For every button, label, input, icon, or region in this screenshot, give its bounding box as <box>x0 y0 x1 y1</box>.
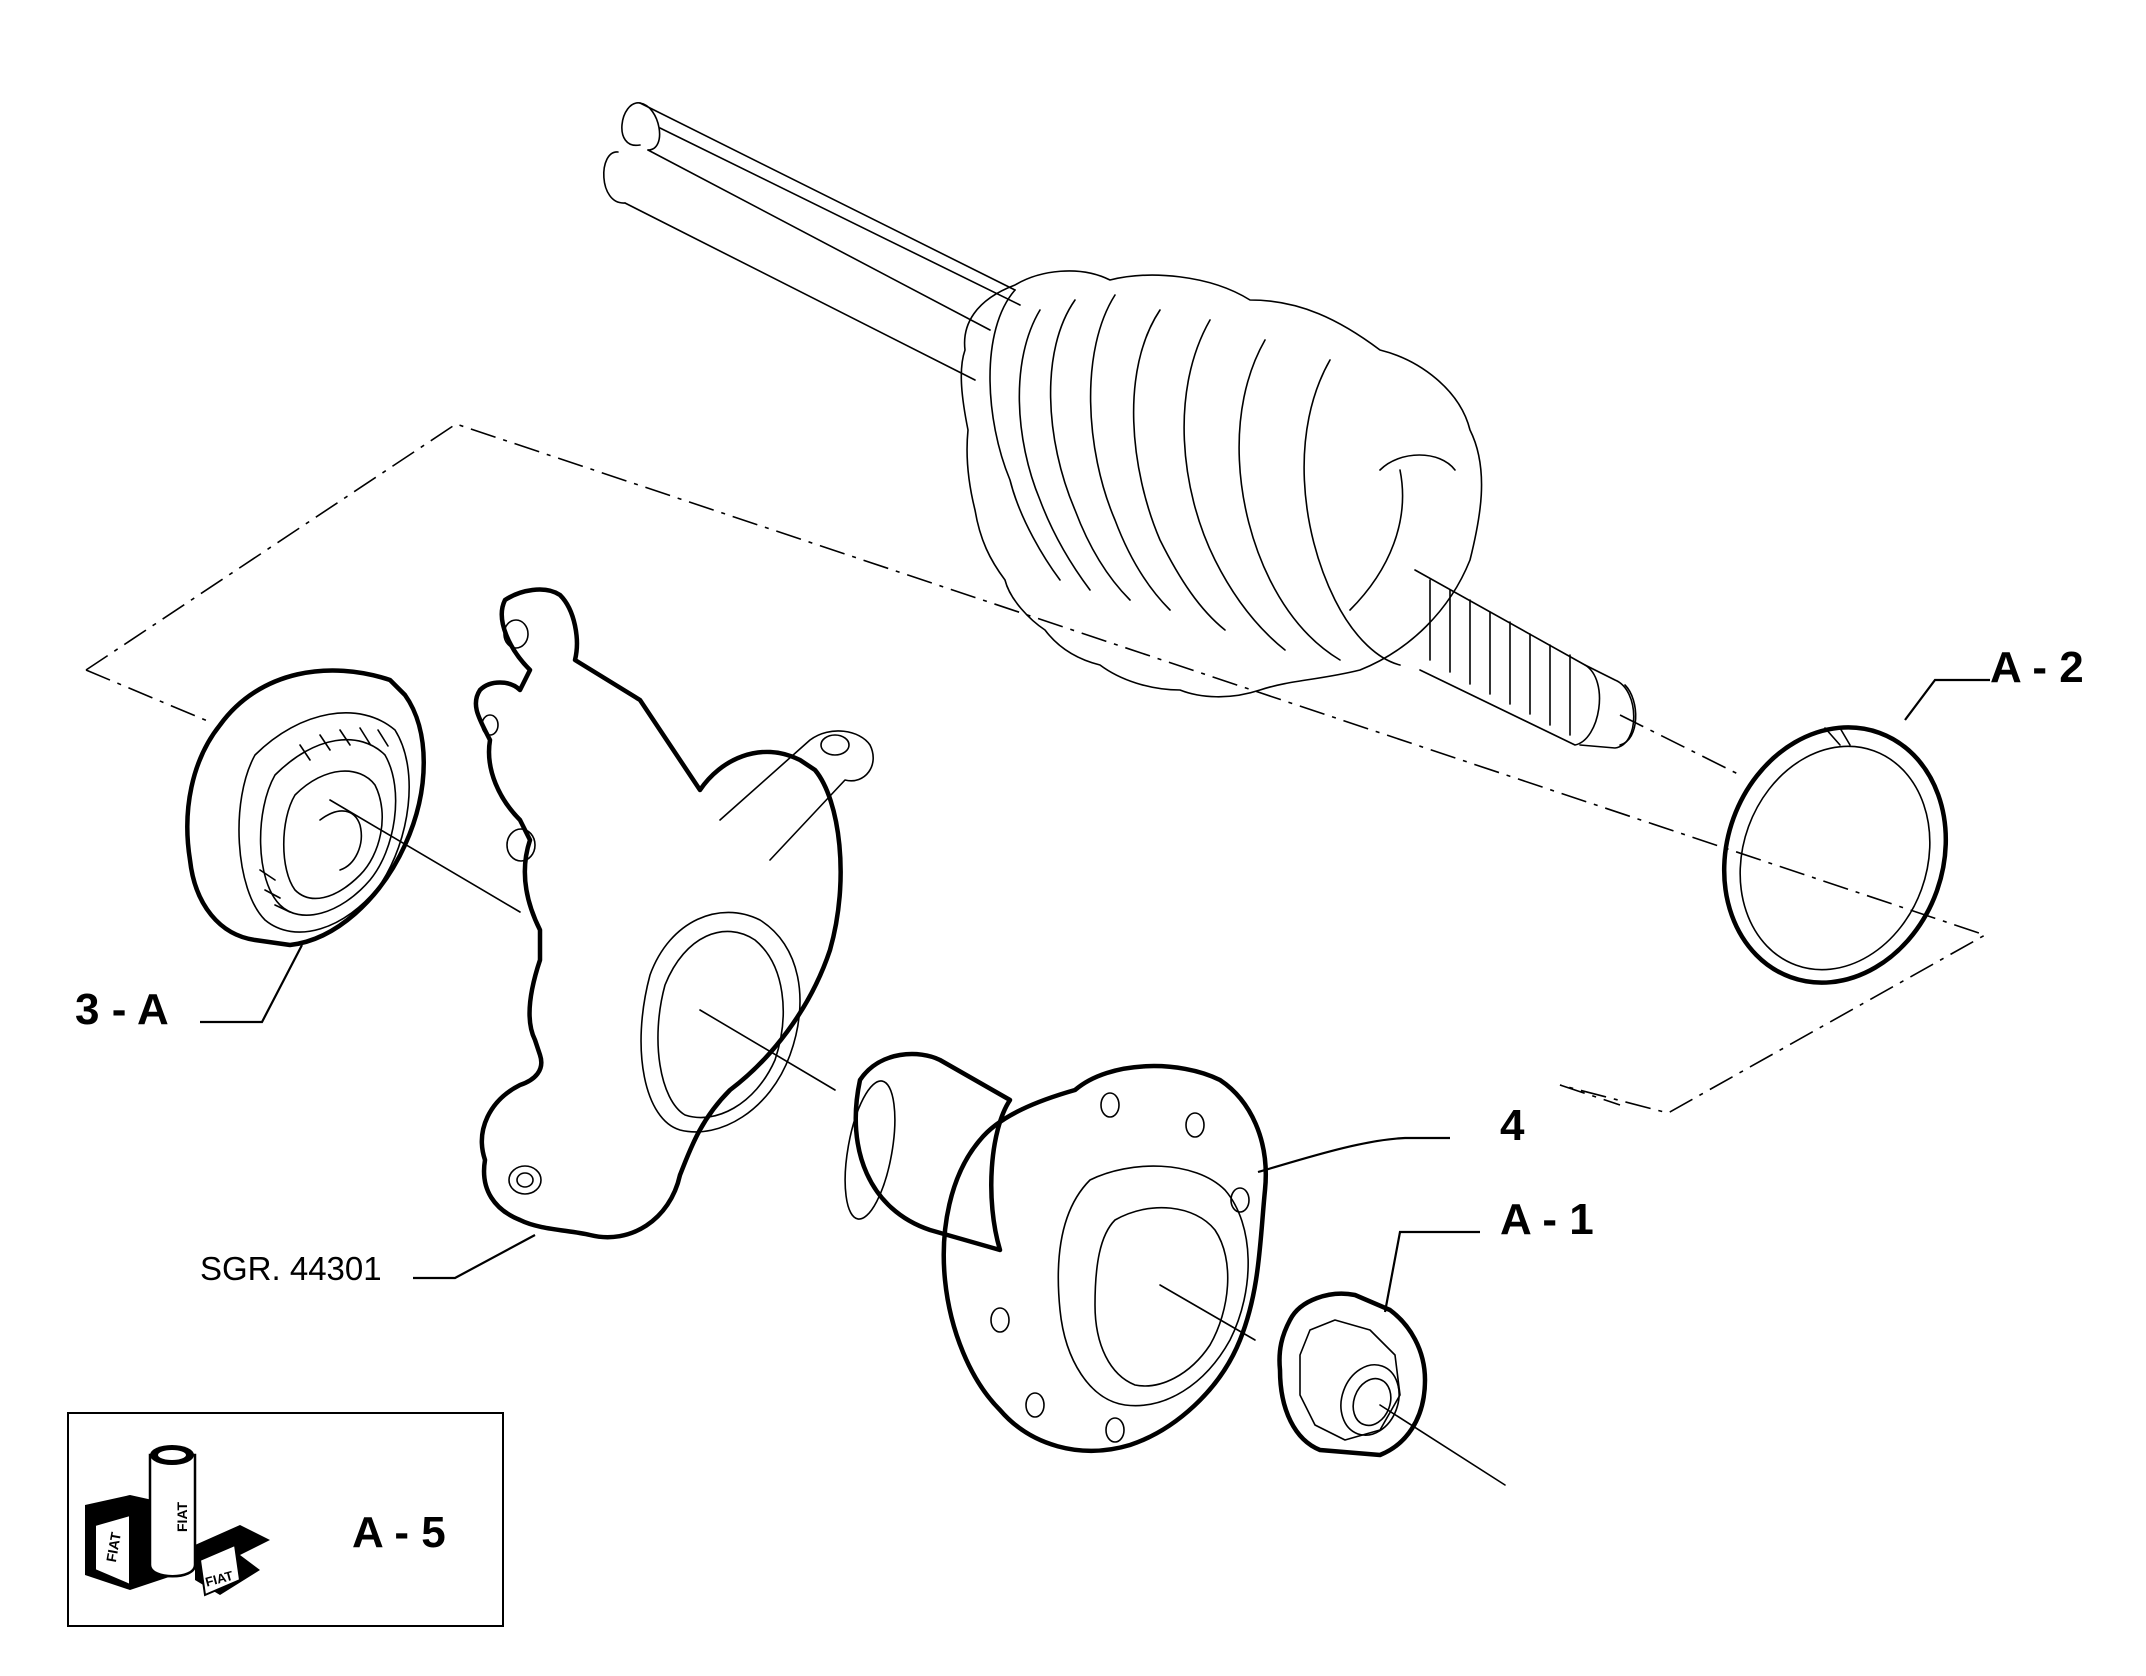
callout-4: 4 <box>1500 1101 1525 1150</box>
wheel-bearing <box>185 668 521 948</box>
callout-3a: 3 - A <box>75 985 169 1034</box>
leader-lines <box>200 678 1990 1313</box>
callout-a2: A - 2 <box>1990 643 2084 692</box>
assembly-frame-dashed <box>85 423 1987 1114</box>
callout-sgr-44301: SGR. 44301 <box>200 1250 382 1287</box>
circlip-ring <box>1721 725 1949 985</box>
fiat-tools-logo: FIAT FIAT FIAT <box>85 1445 270 1597</box>
logo-brand-text: FIAT <box>103 1530 124 1563</box>
wheel-hub <box>844 1051 1268 1453</box>
tool-reference-box: FIAT FIAT FIAT A - 5 <box>67 1412 504 1627</box>
logo-brand-text-box: FIAT <box>204 1568 235 1590</box>
steering-knuckle <box>473 587 874 1240</box>
logo-brand-text-cyl: FIAT <box>174 1501 190 1532</box>
callout-a1: A - 1 <box>1500 1195 1594 1244</box>
callout-a5: A - 5 <box>352 1508 446 1557</box>
drive-shaft-cv-joint <box>602 102 1741 776</box>
hub-nut <box>1277 1291 1506 1486</box>
